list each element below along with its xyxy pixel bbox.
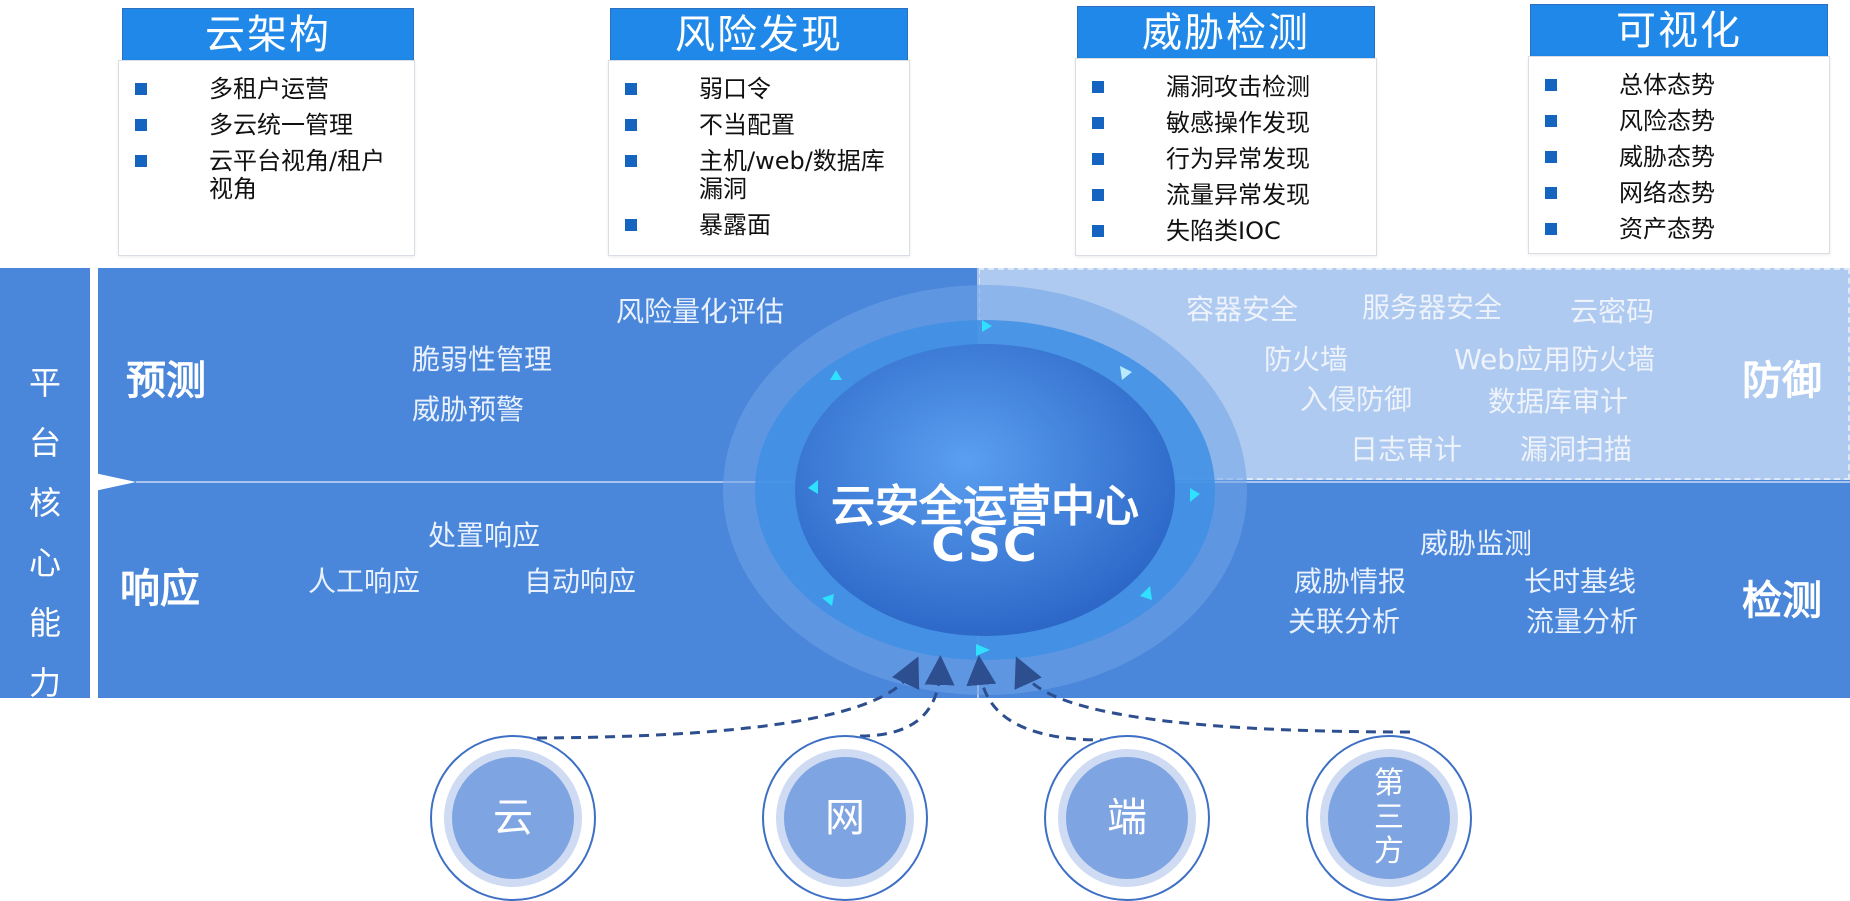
card-title: 云架构	[122, 8, 414, 62]
detect-item: 流量分析	[1526, 605, 1639, 638]
response-item: 人工响应	[308, 565, 421, 598]
defense-item: 云密码	[1570, 295, 1655, 328]
response-item: 处置响应	[428, 519, 541, 552]
card-title: 可视化	[1530, 4, 1828, 58]
defense-item: 容器安全	[1186, 293, 1299, 326]
center-subtitle: CSC	[931, 518, 1039, 572]
bullet-icon	[135, 83, 147, 95]
list-item: 多租户运营	[119, 75, 414, 103]
defense-item: 入侵防御	[1300, 383, 1413, 416]
predict-item: 风险量化评估	[616, 295, 785, 328]
label-char: 台	[28, 424, 61, 462]
response-item: 自动响应	[524, 565, 637, 598]
detect-item: 长时基线	[1524, 565, 1637, 598]
list-item: 资产态势	[1529, 215, 1829, 243]
bullet-icon	[1092, 189, 1104, 201]
list-item: 不当配置	[609, 111, 909, 139]
list-item: 网络态势	[1529, 179, 1829, 207]
source-label-text: 第三方	[1374, 766, 1404, 869]
detect-item: 威胁情报	[1294, 565, 1407, 598]
bullet-icon	[1545, 115, 1557, 127]
list-item: 流量异常发现	[1076, 181, 1376, 209]
bullet-icon	[625, 119, 637, 131]
defense-item: Web应用防火墙	[1454, 343, 1656, 376]
defense-item: 漏洞扫描	[1520, 433, 1633, 466]
list-item: 多云统一管理	[119, 111, 414, 139]
label-char: 核	[28, 484, 61, 522]
label-char: 力	[28, 664, 61, 702]
list-item: 失陷类IOC	[1076, 217, 1376, 245]
predict-item: 威胁预警	[412, 393, 525, 426]
quadrant-response-title: 响应	[120, 566, 200, 612]
bullet-icon	[135, 155, 147, 167]
source-network: 网	[762, 735, 928, 901]
bullet-icon	[1545, 79, 1557, 91]
bullet-icon	[625, 83, 637, 95]
detect-item: 关联分析	[1288, 605, 1401, 638]
bullet-icon	[625, 155, 637, 167]
detect-item: 威胁监测	[1420, 527, 1533, 560]
list-item: 风险态势	[1529, 107, 1829, 135]
predict-item: 脆弱性管理	[412, 343, 553, 376]
defense-item: 防火墙	[1264, 343, 1349, 376]
list-item: 主机/web/数据库漏洞	[609, 147, 909, 203]
source-label: 云	[452, 757, 574, 879]
list-item: 弱口令	[609, 75, 909, 103]
defense-item: 日志审计	[1350, 433, 1463, 466]
label-char: 能	[28, 604, 61, 642]
bullet-icon	[1092, 225, 1104, 237]
source-label: 网	[784, 757, 906, 879]
list-item: 云平台视角/租户视角	[119, 147, 414, 203]
quadrant-predict-title: 预测	[126, 358, 206, 404]
source-label: 第三方	[1328, 757, 1450, 879]
bullet-icon	[1092, 117, 1104, 129]
defense-item: 服务器安全	[1362, 291, 1503, 324]
bullet-icon	[1545, 223, 1557, 235]
list-item: 敏感操作发现	[1076, 109, 1376, 137]
bullet-icon	[1545, 187, 1557, 199]
bullet-icon	[1092, 81, 1104, 93]
source-third-party: 第三方	[1306, 735, 1472, 901]
list-item: 行为异常发现	[1076, 145, 1376, 173]
quadrant-defense-title: 防御	[1742, 358, 1822, 404]
quadrant-detect-title: 检测	[1742, 578, 1822, 624]
bullet-icon	[625, 219, 637, 231]
arrow-marker-icon	[90, 472, 136, 492]
center-orb	[723, 285, 1247, 695]
list-item: 总体态势	[1529, 71, 1829, 99]
bullet-icon	[135, 119, 147, 131]
card-title: 威胁检测	[1077, 6, 1375, 60]
source-cloud: 云	[430, 735, 596, 901]
label-char: 心	[28, 544, 61, 582]
card-title: 风险发现	[610, 8, 908, 62]
center-title: 云安全运营中心	[831, 481, 1139, 532]
list-item: 漏洞攻击检测	[1076, 73, 1376, 101]
defense-item: 数据库审计	[1488, 385, 1629, 418]
bullet-icon	[1545, 151, 1557, 163]
list-item: 暴露面	[609, 211, 909, 239]
platform-capability-label: 平 台 核 心 能 力	[0, 268, 90, 702]
list-item: 威胁态势	[1529, 143, 1829, 171]
source-label: 端	[1066, 757, 1188, 879]
label-char: 平	[28, 364, 61, 402]
bullet-icon	[1092, 153, 1104, 165]
source-endpoint: 端	[1044, 735, 1210, 901]
